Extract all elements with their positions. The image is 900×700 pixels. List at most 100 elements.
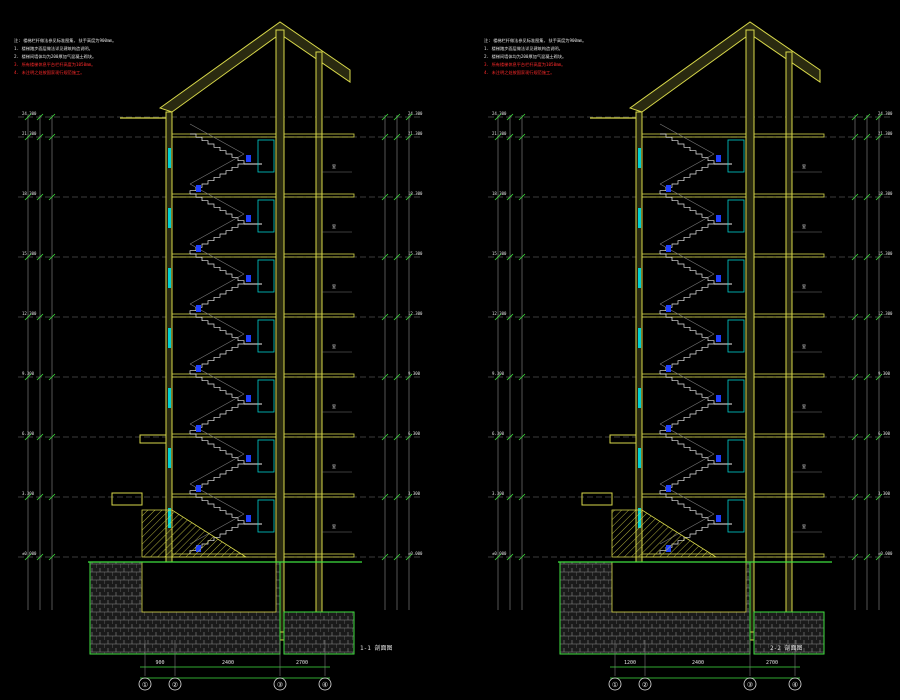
door-opening bbox=[727, 199, 745, 233]
dimension-tick bbox=[875, 553, 883, 561]
door-opening bbox=[257, 439, 275, 473]
column-marker bbox=[196, 365, 201, 372]
dimension-text: 2700 bbox=[766, 660, 778, 666]
dimension-tick bbox=[506, 133, 514, 141]
dimension-tick bbox=[506, 313, 514, 321]
level-label-left: 21.300 bbox=[492, 131, 507, 136]
dimension-tick bbox=[875, 253, 883, 261]
foundation-right bbox=[753, 611, 825, 655]
foundation-right bbox=[283, 611, 355, 655]
floor-slab-right bbox=[283, 253, 355, 258]
dimension-tick bbox=[851, 313, 859, 321]
dimension-tick bbox=[851, 193, 859, 201]
dimension-tick bbox=[24, 253, 32, 261]
door-opening bbox=[257, 499, 275, 533]
handrail bbox=[659, 153, 715, 185]
room-mark: 室 bbox=[802, 523, 806, 529]
axis-label: ② bbox=[172, 681, 178, 689]
level-label-right: 21.300 bbox=[408, 131, 423, 136]
dimension-tick bbox=[494, 133, 502, 141]
dimension-tick bbox=[24, 373, 32, 381]
level-label-left: 24.300 bbox=[22, 111, 37, 116]
axis-bubble bbox=[138, 677, 152, 691]
section-right: ±0.000±0.0003.3003.3006.3006.3009.3009.3… bbox=[484, 21, 893, 691]
dimension-tick bbox=[24, 553, 32, 561]
floor-slab bbox=[641, 133, 747, 138]
dimension-tick bbox=[851, 133, 859, 141]
column-marker bbox=[666, 365, 671, 372]
dimension-tick bbox=[863, 253, 871, 261]
column-marker bbox=[716, 395, 721, 402]
window-glazing bbox=[638, 208, 641, 228]
dimension-tick bbox=[863, 553, 871, 561]
floor-slab bbox=[171, 193, 277, 198]
room-mark: 室 bbox=[802, 223, 806, 229]
general-note: 注: 楼梯栏杆做法参见标准图集, 扶手高度为900mm。 bbox=[484, 37, 586, 44]
column-marker bbox=[246, 395, 251, 402]
stair-flight-return bbox=[190, 133, 245, 164]
floor-slab-right bbox=[753, 313, 825, 318]
right-wall bbox=[315, 51, 323, 641]
door-opening bbox=[257, 139, 275, 173]
window-glazing bbox=[168, 148, 171, 168]
window-glazing bbox=[638, 328, 641, 348]
column-marker bbox=[246, 215, 251, 222]
dimension-tick bbox=[393, 313, 401, 321]
window-glazing bbox=[638, 268, 641, 288]
dimension-tick bbox=[393, 493, 401, 501]
column-marker bbox=[246, 515, 251, 522]
floor-slab-right bbox=[283, 433, 355, 438]
column-marker bbox=[196, 305, 201, 312]
section-title: 2-2 剖面图 bbox=[770, 644, 802, 652]
level-label-right: 3.300 bbox=[878, 491, 891, 496]
column-marker bbox=[196, 485, 201, 492]
floor-slab-right bbox=[283, 553, 355, 558]
dimension-tick bbox=[494, 313, 502, 321]
column-marker bbox=[716, 455, 721, 462]
dimension-tick bbox=[381, 373, 389, 381]
stair-flight-return bbox=[190, 373, 245, 404]
dimension-tick bbox=[36, 493, 44, 501]
dimension-text: 900 bbox=[155, 660, 164, 666]
dimension-tick bbox=[863, 313, 871, 321]
dimension-tick bbox=[36, 113, 44, 121]
stair-flight-return bbox=[660, 253, 715, 284]
general-note: 3. 所有楼梯休息平台栏杆高度为1050mm。 bbox=[484, 61, 565, 68]
dimension-tick bbox=[405, 433, 413, 441]
column-marker bbox=[716, 515, 721, 522]
dimension-tick bbox=[405, 133, 413, 141]
axis-label: ③ bbox=[747, 681, 753, 689]
dimension-tick bbox=[506, 113, 514, 121]
level-label-right: 24.300 bbox=[408, 111, 423, 116]
floor-slab bbox=[641, 493, 747, 498]
general-note: 4. 未注明之处按国家现行规范施工。 bbox=[484, 69, 554, 76]
dimension-tick bbox=[381, 553, 389, 561]
level-label-right: 12.300 bbox=[408, 311, 423, 316]
level-label-right: 18.300 bbox=[878, 191, 893, 196]
room-mark: 室 bbox=[332, 223, 336, 229]
section-title: 1-1 剖面图 bbox=[360, 644, 392, 652]
door-opening bbox=[727, 499, 745, 533]
dimension-tick bbox=[381, 193, 389, 201]
stair-flight-return bbox=[660, 313, 715, 344]
column-marker bbox=[246, 155, 251, 162]
window-glazing bbox=[168, 388, 171, 408]
handrail bbox=[189, 453, 245, 485]
dimension-tick bbox=[875, 113, 883, 121]
level-label-right: 15.300 bbox=[878, 251, 893, 256]
dimension-tick bbox=[851, 373, 859, 381]
door-opening bbox=[257, 319, 275, 353]
floor-slab bbox=[641, 433, 747, 438]
stair-flight-return bbox=[190, 253, 245, 284]
dimension-tick bbox=[24, 493, 32, 501]
level-label-left: 15.300 bbox=[492, 251, 507, 256]
level-label-right: 12.300 bbox=[878, 311, 893, 316]
dimension-tick bbox=[494, 253, 502, 261]
dimension-tick bbox=[863, 433, 871, 441]
dimension-tick bbox=[381, 253, 389, 261]
dimension-tick bbox=[494, 553, 502, 561]
column-marker bbox=[716, 155, 721, 162]
dimension-tick bbox=[863, 133, 871, 141]
dimension-tick bbox=[393, 253, 401, 261]
general-note: 注: 楼梯栏杆做法参见标准图集, 扶手高度为900mm。 bbox=[14, 37, 116, 44]
